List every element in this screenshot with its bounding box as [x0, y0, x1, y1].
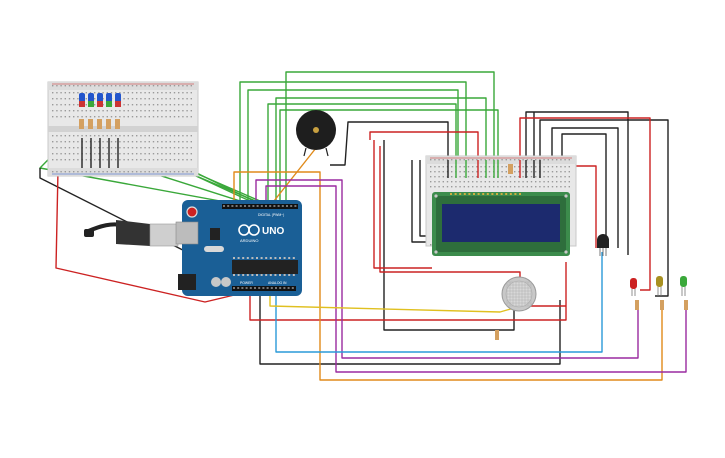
- board-model-label: UNO: [262, 226, 284, 237]
- led-row: [79, 93, 121, 107]
- wire-green: [247, 89, 459, 210]
- digital-pins-label: DIGITAL (PWM~): [258, 213, 284, 217]
- usb-cable: [84, 220, 179, 247]
- wire-orange: [233, 171, 663, 381]
- wire-black: [411, 160, 432, 243]
- led-yellow: [656, 276, 664, 310]
- resistor: [79, 119, 84, 129]
- ground-jumpers: [81, 138, 119, 168]
- wire-black: [330, 121, 449, 166]
- resistor: [106, 119, 111, 129]
- lcd-screen: [442, 204, 560, 242]
- breadboard-left: [47, 81, 199, 177]
- wire-green: [275, 97, 487, 210]
- led-red: [630, 278, 639, 310]
- wire-black: [539, 119, 669, 297]
- board-brand-label: ARDUINO: [240, 238, 258, 243]
- resistor: [508, 164, 513, 174]
- lcd-display-16x2: [432, 192, 570, 256]
- digital-header: [222, 204, 298, 209]
- microcontroller-chip: [232, 260, 298, 274]
- analog-pins-label: ANALOG IN: [268, 281, 287, 285]
- wire-yellow: [269, 290, 515, 313]
- piezo-buzzer: [296, 110, 336, 157]
- temperature-sensor: [597, 234, 609, 256]
- wire-red: [249, 262, 567, 321]
- power-pins-label: POWER: [240, 281, 253, 285]
- resistor: [115, 119, 120, 129]
- resistor: [495, 330, 499, 340]
- wire-green: [239, 81, 467, 210]
- resistor-row: [79, 119, 120, 129]
- wire-black: [561, 133, 607, 240]
- header-pins: [223, 205, 297, 207]
- wire-red: [373, 140, 432, 269]
- arduino-logo: [238, 224, 260, 236]
- regulator: [210, 228, 220, 240]
- resistor: [660, 300, 664, 310]
- header-pins: [233, 287, 294, 289]
- resistor: [635, 300, 639, 310]
- wire-green: [285, 71, 495, 210]
- wire-red: [369, 131, 479, 160]
- wire-purple: [255, 179, 639, 359]
- wire-black: [551, 127, 619, 248]
- resistor: [97, 119, 102, 129]
- capacitor: [221, 277, 231, 287]
- lcd-jumpers: [447, 160, 541, 178]
- wire-black: [259, 290, 561, 365]
- wire-green: [279, 109, 499, 210]
- wire-blue: [275, 252, 603, 353]
- wire-purple: [265, 185, 687, 373]
- wire-orange: [269, 147, 317, 207]
- capacitor: [211, 277, 221, 287]
- usb-port: [175, 221, 199, 245]
- wire-red: [519, 117, 651, 291]
- chip-pins: [233, 257, 295, 276]
- reset-button: [186, 206, 198, 218]
- led-green: [680, 276, 688, 310]
- wire-black: [525, 111, 629, 255]
- crystal: [204, 246, 224, 252]
- arduino-uno-board: UNO ARDUINO DIGITAL (PWM~) POWER ANALOG …: [175, 200, 302, 296]
- gas-sensor: [495, 276, 537, 340]
- power-jack: [178, 274, 196, 290]
- resistor: [88, 119, 93, 129]
- lcd-pins: [450, 193, 521, 195]
- status-leds: [630, 276, 688, 310]
- resistor: [684, 300, 688, 310]
